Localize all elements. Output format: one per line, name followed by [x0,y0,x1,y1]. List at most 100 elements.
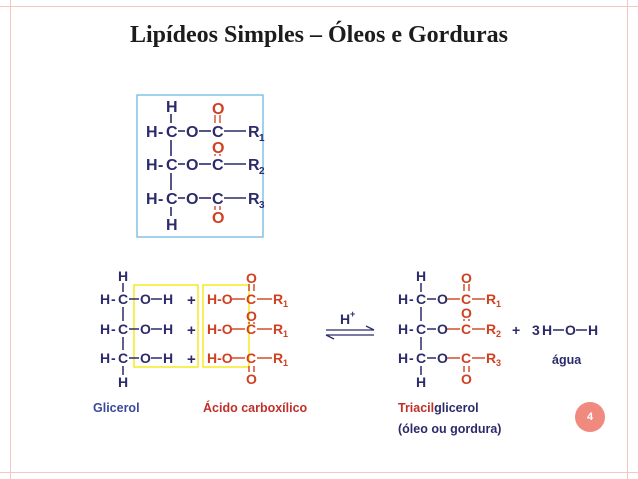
svg-text:H: H [416,268,426,284]
slide-border-top [0,6,638,7]
acid-hydroxyl: H-O [207,291,233,307]
svg-text:O: O [461,270,472,286]
plus-sign: + [187,351,196,368]
carbonyl-oxygen: O [212,140,224,157]
svg-text:R: R [273,350,283,366]
slide-border-bottom [0,472,638,473]
atom-o: O [186,157,198,174]
plus-sign: + [512,322,520,338]
svg-text:H: H [398,350,408,366]
svg-text:O: O [461,305,472,321]
svg-text:H: H [118,268,128,284]
oil-or-fat-label: (óleo ou gordura) [398,422,501,436]
atom-o: O [186,191,198,208]
svg-text:H: H [398,291,408,307]
svg-text:C: C [416,350,426,366]
svg-text:-: - [409,350,414,366]
svg-text:R: R [486,321,496,337]
acid-hydroxyl: H-O [207,350,233,366]
svg-text:-: - [158,157,163,174]
plus-sign: + [187,322,196,339]
svg-text:C: C [461,291,471,307]
svg-text:H: H [588,322,598,338]
svg-text:O: O [246,308,257,324]
svg-text:C: C [416,291,426,307]
svg-text:C: C [461,350,471,366]
svg-text:O: O [437,321,448,337]
atom-c: C [166,124,178,141]
atom-h: H [146,124,158,141]
svg-text:2: 2 [259,166,265,177]
svg-text:R: R [486,350,496,366]
svg-text:-: - [111,321,116,337]
svg-text:C: C [246,291,256,307]
svg-text:O: O [246,270,257,286]
highlight-hydroxyl [133,284,199,368]
svg-text:R: R [486,291,496,307]
catalyst-label: H [340,311,350,327]
svg-text:O: O [140,321,151,337]
atom-h: H [166,217,178,234]
r-group: R [248,157,260,174]
svg-text:H: H [542,322,552,338]
svg-text:O: O [565,322,576,338]
atom-c: C [166,157,178,174]
svg-text:H: H [398,321,408,337]
svg-text:C: C [118,291,128,307]
svg-text:O: O [437,291,448,307]
svg-text:-: - [111,350,116,366]
svg-text:H: H [163,350,173,366]
slide-border-right [627,0,628,479]
carbonyl-oxygen: O [212,101,224,118]
triglyceride-structure: H H - C O C R H - C O C R H - C O C R H … [136,94,265,238]
svg-text:C: C [246,350,256,366]
svg-text:-: - [409,291,414,307]
triacylglycerol-structure: H H - C O H - C O H - C O H O O O C C C … [398,268,501,390]
svg-text:H: H [100,291,110,307]
water-molecules: + 3 H O H [512,322,598,338]
water-coefficient: 3 [532,322,540,338]
atom-o: O [186,124,198,141]
slide-border-left [10,0,11,479]
atom-h: H [146,157,158,174]
glycerol-structure: H H - C O H H - C O H H - C O H H [100,268,199,390]
svg-text:3: 3 [259,200,265,211]
svg-text:R: R [273,291,283,307]
slide-title: Lipídeos Simples – Óleos e Gorduras [129,22,509,48]
svg-text:H: H [100,321,110,337]
svg-text:C: C [416,321,426,337]
svg-text:1: 1 [283,299,288,309]
svg-text:C: C [118,321,128,337]
acid-label: Ácido carboxílico [203,400,308,415]
svg-text:O: O [461,371,472,387]
svg-text:C: C [246,321,256,337]
svg-text:1: 1 [496,299,501,309]
triacylglycerol-label: Triacilglicerol [398,401,479,415]
svg-text:-: - [111,291,116,307]
svg-text:H: H [416,374,426,390]
carboxylic-acid-structures: H-O H-O H-O O O O C C C R R R 1 1 1 [202,270,288,387]
highlight-acid-oh [202,284,250,368]
svg-text:H: H [118,374,128,390]
svg-text:1: 1 [283,358,288,368]
r-group: R [248,124,260,141]
acid-hydroxyl: H-O [207,321,233,337]
svg-text:C: C [118,350,128,366]
svg-text:2: 2 [496,329,501,339]
atom-h: H [146,191,158,208]
svg-text:1: 1 [283,329,288,339]
svg-text:-: - [158,191,163,208]
svg-text:O: O [140,291,151,307]
carbonyl-oxygen: O [212,210,224,227]
svg-text:O: O [437,350,448,366]
svg-text:R: R [273,321,283,337]
svg-text:1: 1 [259,133,265,144]
svg-text:3: 3 [496,358,501,368]
svg-text:H: H [100,350,110,366]
glycerol-label: Glicerol [93,401,140,415]
equilibrium-arrows: H + [325,309,375,340]
svg-text:O: O [246,371,257,387]
atom-c: C [212,191,224,208]
catalyst-charge: + [350,309,355,319]
